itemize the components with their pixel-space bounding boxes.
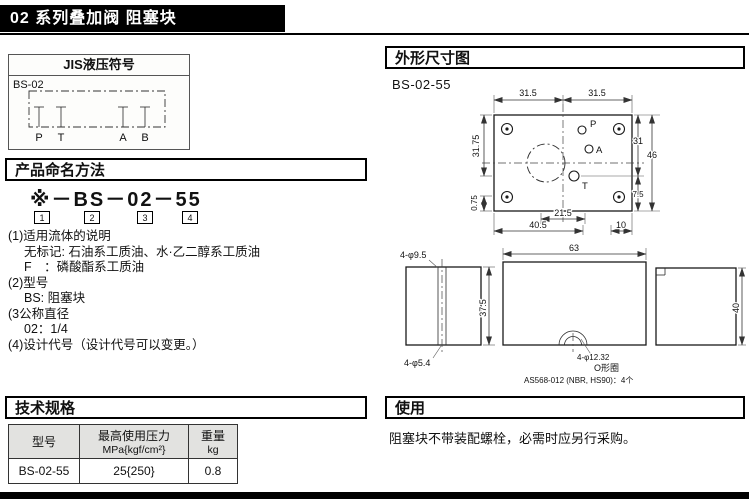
- page-title-bar: 02 系列叠加阀 阻塞块: [0, 5, 285, 32]
- port-a-hole: [584, 144, 594, 154]
- col-weight: 重量 kg: [188, 424, 238, 459]
- page-title: 02 系列叠加阀 阻塞块: [10, 10, 177, 27]
- code-box-4: 4: [182, 211, 198, 224]
- dim-37-5: 37.5: [478, 299, 488, 317]
- oring-groove-outer: [558, 330, 588, 346]
- oring-label: O形圈: [594, 362, 619, 373]
- jis-envelope: [28, 90, 166, 128]
- section-header-usage: 使用: [385, 396, 745, 419]
- front-view: 4-φ9.5 37.5 4-φ5.4: [399, 249, 495, 369]
- note-line: (1)适用流体的说明: [8, 229, 111, 243]
- dim-hole-top: 4-φ9.5: [400, 250, 426, 260]
- dim-40: 40: [731, 303, 741, 313]
- jis-blocked-port-symbols: [34, 106, 150, 127]
- dim-10: 10: [616, 220, 626, 230]
- jis-panel-title: JIS液压符号: [9, 55, 189, 76]
- jis-port-t-label: T: [58, 132, 65, 144]
- section-header-naming: 产品命名方法: [5, 158, 367, 181]
- side-view: 63 4-φ12.32 O形圈 AS568-012 (NBR, HS90)：4个: [502, 242, 647, 386]
- jis-model-label: BS-02: [13, 79, 44, 91]
- dim-31: 31: [633, 136, 643, 146]
- note-line: 无标记: 石油系工质油、水·乙二醇系工质油: [24, 244, 261, 259]
- dim-21-5: 21.5: [554, 208, 572, 218]
- spec-table-header-row: 型号 最高使用压力 MPa{kgf/cm²} 重量 kg: [8, 424, 238, 459]
- col-weight-unit: kg: [207, 444, 219, 456]
- port-p-label: P: [590, 119, 596, 130]
- usage-note: 阻塞块不带装配螺栓，必需时应另行采购。: [389, 431, 637, 446]
- jis-port-p-label: P: [35, 132, 42, 144]
- naming-notes: (1)适用流体的说明 无标记: 石油系工质油、水·乙二醇系工质油 F ：磷酸酯系…: [8, 229, 370, 353]
- specs-header-text: 技术规格: [15, 400, 76, 417]
- note-line: BS: 阻塞块: [24, 291, 86, 305]
- note-line: (4)设计代号（设计代号可以变更。）: [8, 337, 205, 352]
- code-box-3: 3: [137, 211, 153, 224]
- header-rule: [0, 33, 749, 35]
- cell-weight: 0.8: [188, 458, 238, 484]
- dimension-model-label: BS-02-55: [392, 77, 451, 92]
- dim-31-5-left: 31.5: [519, 88, 537, 98]
- spec-table-row: BS-02-55 25{250} 0.8: [8, 458, 238, 484]
- spec-table: 型号 最高使用压力 MPa{kgf/cm²} 重量 kg BS-02-55 25…: [8, 424, 238, 484]
- usage-header-text: 使用: [395, 400, 426, 417]
- jis-symbol-drawing: P T A B: [28, 90, 166, 144]
- dim-0-75: 0.75: [470, 195, 479, 211]
- port-t-label: T: [582, 181, 588, 192]
- dim-31-75: 31.75: [471, 135, 481, 158]
- bolt-holes: [500, 122, 626, 204]
- dimension-drawing: P A T 31.5 31.5 31 46 7.5: [399, 87, 746, 386]
- port-t-hole: [568, 170, 580, 182]
- note-line: 02：1/4: [24, 322, 68, 336]
- col-pressure-unit: MPa{kgf/cm²}: [102, 444, 166, 456]
- note-line: (2)型号: [8, 275, 49, 290]
- code-separator: －: [51, 189, 74, 211]
- code-box-2: 2: [84, 211, 100, 224]
- section-header-specs: 技术规格: [5, 396, 367, 419]
- cell-model: BS-02-55: [8, 458, 80, 484]
- note-line: (3公称直径: [8, 306, 70, 321]
- dim-31-5-right: 31.5: [588, 88, 606, 98]
- code-box-1: 1: [34, 211, 50, 224]
- code-part-design: 55: [175, 189, 202, 211]
- page-footer-bar: [0, 492, 749, 499]
- dim-hole-bottom: 4-φ5.4: [404, 358, 430, 368]
- jis-port-b-label: B: [141, 132, 148, 144]
- port-p-hole: [577, 125, 587, 135]
- mounting-pattern-circle: [526, 143, 566, 183]
- jis-port-a-label: A: [119, 132, 127, 144]
- col-pressure: 最高使用压力 MPa{kgf/cm²}: [79, 424, 189, 459]
- col-weight-label: 重量: [200, 429, 225, 443]
- dim-hole-oring: 4-φ12.32: [577, 353, 610, 362]
- jis-symbol-panel: JIS液压符号 BS-02 P T A B: [8, 54, 190, 150]
- naming-header-text: 产品命名方法: [15, 162, 106, 179]
- col-model: 型号: [8, 424, 80, 459]
- code-part-type: BS: [73, 189, 106, 211]
- oring-spec: AS568-012 (NBR, HS90)：4个: [524, 376, 633, 385]
- code-part-size: 02: [127, 189, 154, 211]
- code-separator: －: [105, 189, 128, 211]
- dim-40-5: 40.5: [529, 220, 547, 230]
- code-separator: －: [153, 189, 176, 211]
- dim-7-5: 7.5: [632, 190, 644, 199]
- plan-view: P A T 31.5 31.5 31 46 7.5: [469, 87, 660, 235]
- cell-pressure: 25{250}: [79, 458, 189, 484]
- col-pressure-label: 最高使用压力: [97, 429, 170, 443]
- section-header-dimensions: 外形尺寸图: [385, 46, 745, 69]
- dim-63: 63: [569, 243, 579, 253]
- end-view: 40: [655, 267, 746, 346]
- port-a-label: A: [596, 145, 603, 156]
- code-part-fluid: ※: [30, 189, 52, 211]
- note-line: F ：磷酸酯系工质油: [24, 260, 145, 274]
- dimensions-header-text: 外形尺寸图: [395, 50, 471, 67]
- dim-46: 46: [647, 150, 657, 160]
- model-code-line: ※－BS－02－55: [30, 183, 202, 212]
